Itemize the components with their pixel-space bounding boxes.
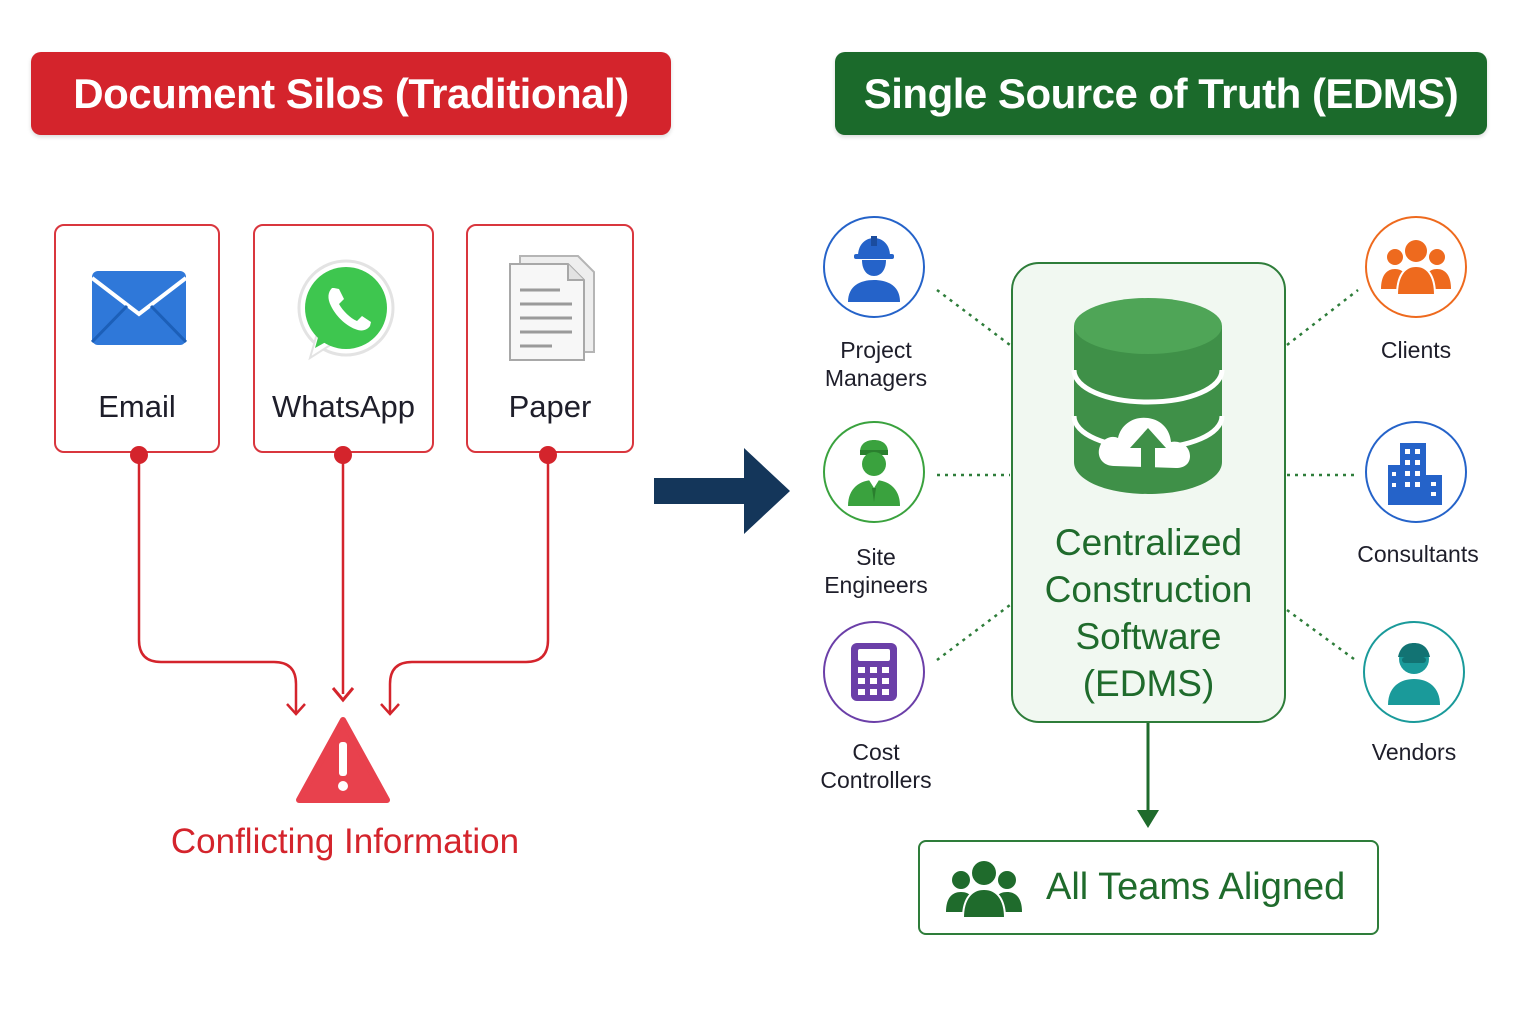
cost-controllers-circle — [823, 621, 925, 723]
consultants-label: Consultants — [1357, 541, 1479, 567]
conflicting-information-label: Conflicting Information — [170, 822, 520, 861]
clients-label: Clients — [1380, 337, 1452, 363]
email-label: Email — [98, 389, 176, 424]
project-managers-circle — [823, 216, 925, 318]
edms-banner: Single Source of Truth (EDMS) — [835, 52, 1487, 135]
team-icon — [946, 861, 1022, 918]
vendors-label: Vendors — [1371, 739, 1457, 765]
vendors-circle — [1363, 621, 1465, 723]
paper-label: Paper — [508, 389, 592, 424]
vendor-person-icon — [1388, 643, 1440, 705]
clients-circle — [1365, 216, 1467, 318]
hard-hat-worker-icon — [848, 236, 900, 302]
site-engineers-circle — [823, 421, 925, 523]
paper-document-icon — [509, 255, 595, 361]
all-teams-aligned-box: All Teams Aligned — [918, 840, 1379, 935]
whatsapp-icon — [297, 259, 395, 361]
traditional-banner: Document Silos (Traditional) — [31, 52, 671, 135]
edms-title: Single Source of Truth (EDMS) — [863, 69, 1459, 117]
email-card: Email — [54, 224, 220, 453]
cost-controllers-label: Cost Controllers — [820, 739, 932, 793]
whatsapp-label: WhatsApp — [271, 389, 415, 424]
whatsapp-card: WhatsApp — [253, 224, 434, 453]
edms-hub: Centralized Construction Software (EDMS) — [1011, 262, 1286, 723]
paper-card: Paper — [466, 224, 634, 453]
envelope-icon — [91, 271, 187, 345]
engineer-icon — [848, 440, 900, 506]
calculator-icon — [851, 643, 897, 701]
transition-arrow-icon — [654, 448, 790, 534]
all-teams-aligned-label: All Teams Aligned — [1046, 866, 1346, 908]
project-managers-label: Project Managers — [824, 337, 928, 391]
warning-icon — [296, 717, 390, 803]
database-cloud-upload-icon — [1071, 298, 1225, 494]
site-engineers-label: Site Engineers — [824, 544, 928, 598]
building-icon — [1388, 443, 1442, 505]
consultants-circle — [1365, 421, 1467, 523]
edms-hub-label: Centralized Construction Software (EDMS) — [1044, 522, 1253, 704]
group-icon — [1381, 240, 1451, 295]
traditional-title: Document Silos (Traditional) — [73, 69, 629, 117]
